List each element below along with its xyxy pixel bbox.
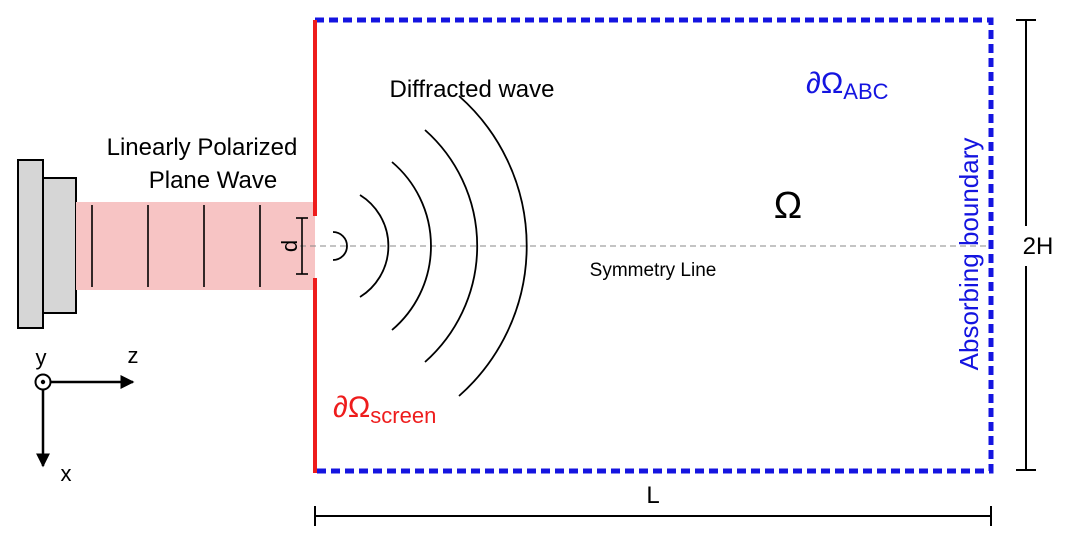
axis-y-label: y: [36, 345, 47, 370]
aperture-dimension: [296, 217, 308, 275]
length-label: L: [646, 482, 659, 509]
source-device: [17, 159, 77, 329]
coordinate-axes: [34, 373, 135, 468]
diffracted-wave-label: Diffracted wave: [390, 76, 555, 103]
length-dimension: [314, 506, 992, 526]
abc-boundary-label: ∂ΩABC: [806, 67, 889, 104]
absorbing-boundary-label: Absorbing boundary: [954, 138, 984, 371]
domain-label: Ω: [774, 185, 802, 227]
incident-beam: [76, 202, 315, 290]
screen-boundary-label: ∂Ωscreen: [333, 391, 436, 428]
abc-boundary: [315, 17, 994, 474]
axis-z-label: z: [128, 343, 139, 368]
symmetry-line-label: Symmetry Line: [590, 260, 717, 281]
diffracted-wavefronts: [332, 95, 528, 397]
height-label: 2H: [1023, 233, 1054, 260]
plane-wave-label-line1: Linearly Polarized: [107, 134, 298, 161]
aperture-label: d: [277, 240, 302, 252]
wavefront-lines: [91, 205, 261, 287]
plane-wave-label-line2: Plane Wave: [149, 167, 278, 194]
axis-x-label: x: [61, 461, 72, 486]
